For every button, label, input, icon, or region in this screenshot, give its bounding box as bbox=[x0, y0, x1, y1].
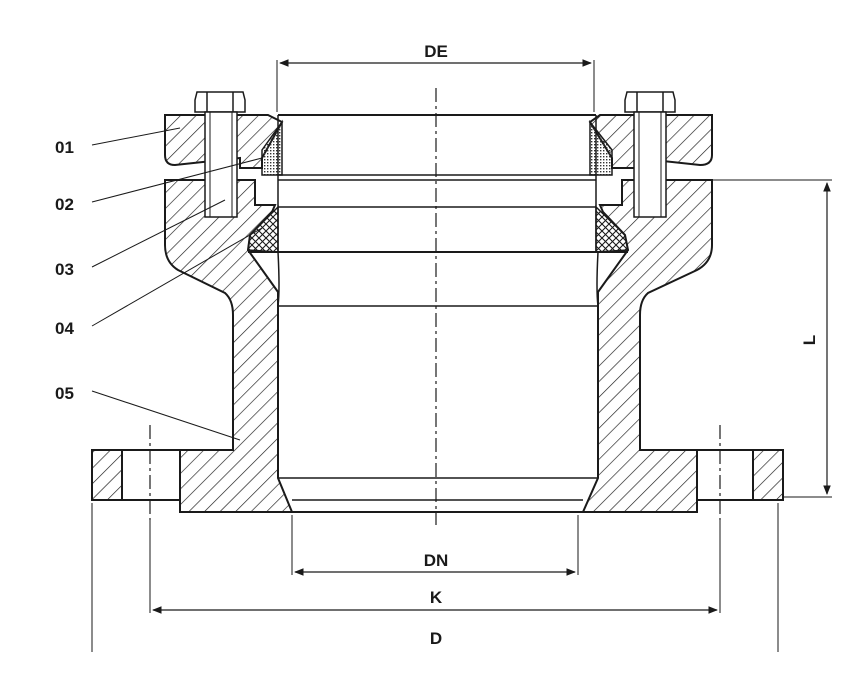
part-03-label: 03 bbox=[55, 260, 74, 279]
part-01-label: 01 bbox=[55, 138, 74, 157]
part-05-label: 05 bbox=[55, 384, 74, 403]
flange-left-outer bbox=[91, 449, 123, 501]
de-label: DE bbox=[424, 42, 448, 61]
flange-right-outer bbox=[752, 449, 784, 501]
dn-label: DN bbox=[424, 551, 449, 570]
bolt-right bbox=[624, 91, 676, 218]
l-label: L bbox=[800, 335, 819, 345]
part-02-label: 02 bbox=[55, 195, 74, 214]
part-04-label: 04 bbox=[55, 319, 74, 338]
k-label: K bbox=[430, 588, 443, 607]
d-label: D bbox=[430, 629, 442, 648]
